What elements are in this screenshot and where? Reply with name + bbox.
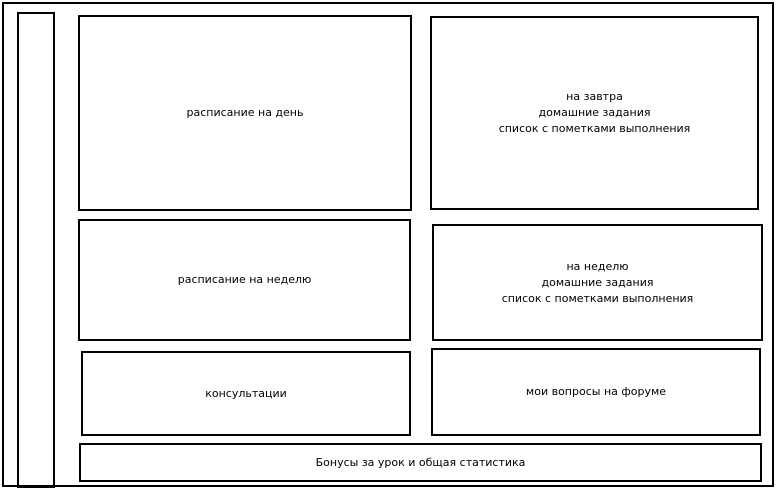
schedule-day-label: расписание на день	[186, 106, 304, 119]
week-homework-label: домашние задания	[541, 275, 654, 289]
tomorrow-homework-label: домашние задания	[538, 106, 651, 119]
bonus-stats-block: Бонусы за урок и общая статистика	[79, 443, 762, 482]
tomorrow-homework-text: на завтра домашние задания список с поме…	[499, 89, 691, 137]
tomorrow-homework-block: на завтра домашние задания список с поме…	[430, 16, 759, 210]
consultations-label: консультации	[205, 386, 287, 400]
schedule-week-label: расписание на неделю	[177, 273, 312, 286]
week-homework-block: на неделю домашние задания список с поме…	[432, 224, 763, 341]
consultations-block: консультации	[81, 351, 411, 436]
tomorrow-title: на завтра	[566, 90, 623, 103]
sidebar	[17, 12, 55, 488]
bonus-stats-label: Бонусы за урок и общая статистика	[315, 455, 526, 469]
week-homework-text: на неделю домашние задания список с поме…	[502, 259, 694, 307]
week-checklist-label: список с пометками выполнения	[501, 291, 694, 305]
schedule-day-block: расписание на день	[78, 15, 412, 211]
tomorrow-checklist-label: список с пометками выполнения	[498, 122, 691, 135]
schedule-week-block: расписание на неделю	[78, 219, 411, 341]
forum-questions-block: мои вопросы на форуме	[431, 348, 761, 436]
page-frame	[2, 2, 774, 487]
forum-questions-label: мои вопросы на форуме	[525, 385, 667, 398]
week-title: на неделю	[566, 259, 629, 273]
